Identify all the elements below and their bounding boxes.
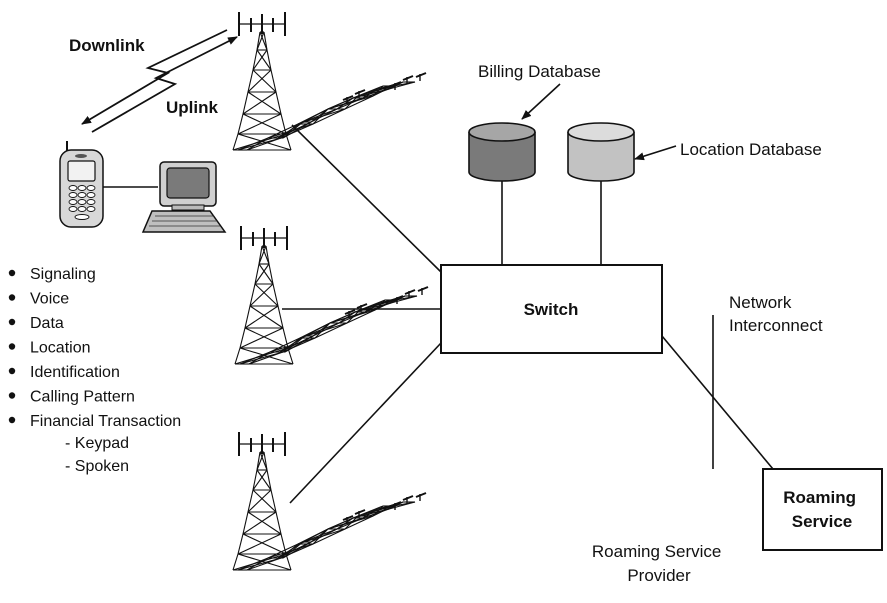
- roaming-service-provider-label: Roaming Service Provider: [592, 542, 726, 585]
- roaming-service-box: [762, 468, 883, 551]
- bullet-dot: [8, 343, 16, 350]
- billing-db-pointer-arrow: [521, 83, 561, 120]
- desktop-computer-icon: [141, 161, 227, 233]
- downlink-label: Downlink: [69, 36, 145, 55]
- uplink-label: Uplink: [166, 98, 218, 117]
- connections: [101, 83, 774, 504]
- radio-links: [81, 29, 238, 133]
- bullet-dot: [8, 294, 16, 301]
- list-item: Financial Transaction: [30, 413, 181, 430]
- bullet-dot: [8, 416, 16, 424]
- bullet-dot: [8, 367, 16, 375]
- switch-to-roaming-line: [661, 335, 774, 470]
- billing-database-label: Billing Database: [478, 62, 601, 81]
- list-item: Identification: [30, 364, 120, 381]
- list-item: Location: [30, 340, 91, 357]
- switch-label: Switch: [524, 300, 579, 319]
- bullet-dot: [8, 318, 16, 326]
- location-database-icon: [567, 122, 635, 182]
- network-interconnect-label: Network Interconnect: [729, 293, 823, 335]
- cell-tower-icon: [232, 432, 427, 571]
- bullet-dot: [8, 392, 16, 399]
- uplink-arrow: [91, 36, 238, 133]
- location-database-label: Location Database: [680, 140, 822, 159]
- tower1-to-switch-line: [291, 124, 442, 273]
- switch-box: [440, 264, 663, 354]
- list-item: Voice: [30, 291, 69, 308]
- tower3-to-switch-line: [289, 342, 442, 504]
- sub-list-item: - Spoken: [65, 458, 129, 475]
- mobile-phone-icon: [59, 141, 104, 228]
- location-db-pointer-arrow: [634, 145, 677, 161]
- list-item: Calling Pattern: [30, 389, 135, 406]
- cell-tower-icon: [232, 12, 427, 151]
- list-item: Data: [30, 315, 64, 332]
- data-types-list: SignalingVoiceDataLocationIdentification…: [8, 266, 181, 475]
- billing-database-icon: [468, 122, 536, 182]
- cell-tower-icon: [234, 226, 429, 365]
- downlink-arrow: [81, 29, 228, 125]
- bullet-dot: [8, 269, 16, 277]
- list-item: Signaling: [30, 266, 96, 283]
- sub-list-item: - Keypad: [65, 435, 129, 452]
- roaming-service-label: Roaming Service: [783, 488, 860, 531]
